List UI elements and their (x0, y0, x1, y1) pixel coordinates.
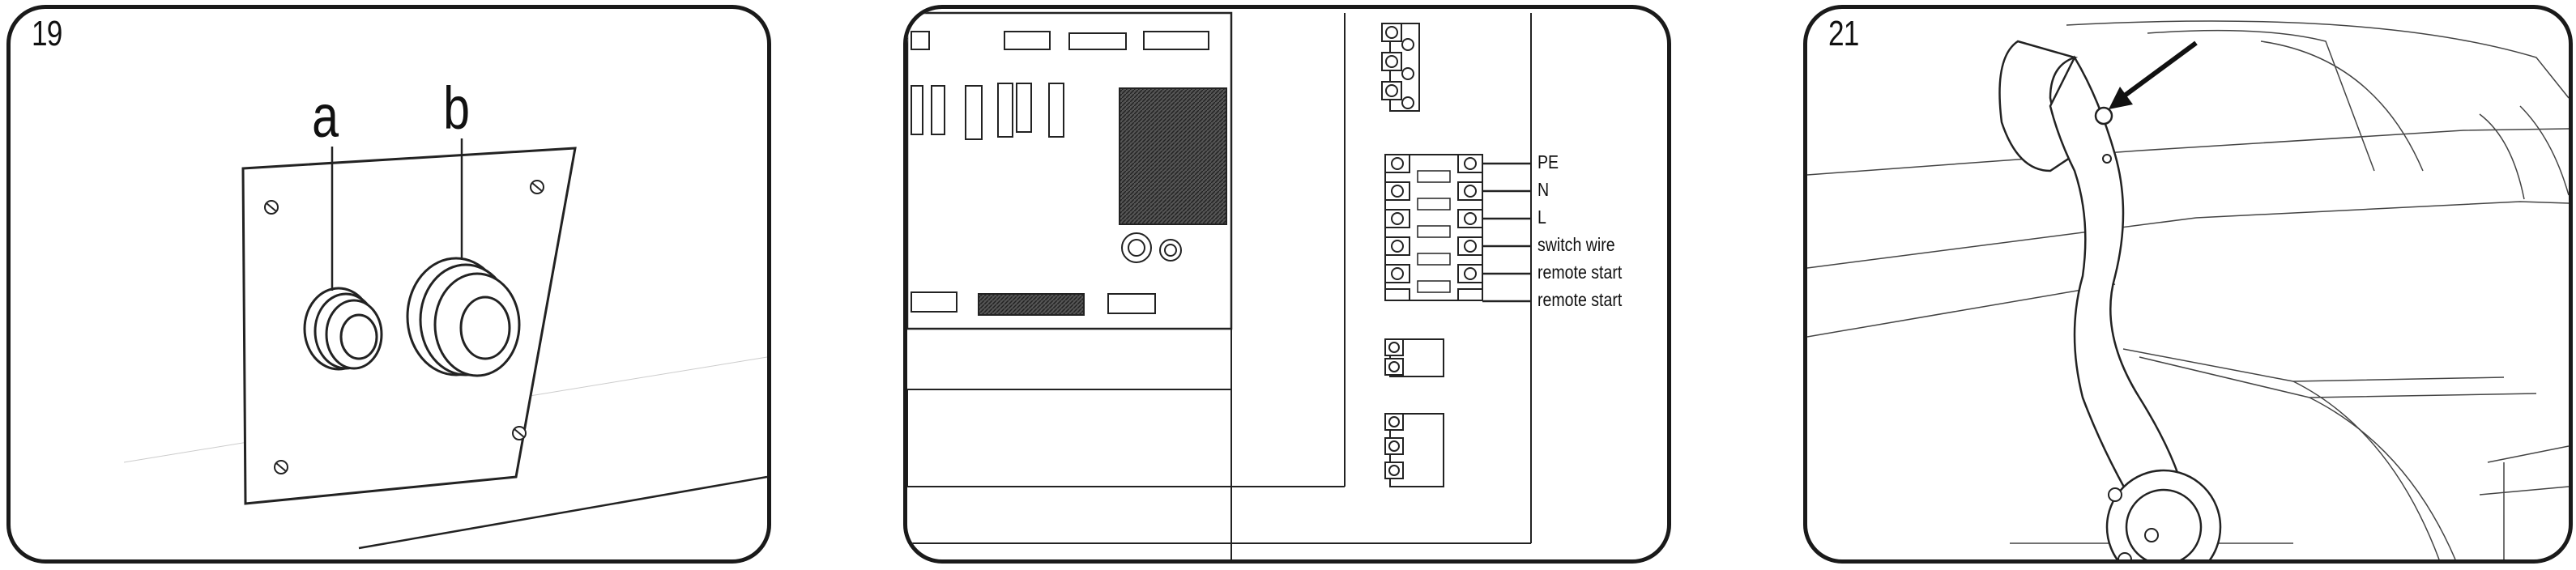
figure-20: 20 (903, 5, 1671, 564)
terminal-strip (1384, 154, 1483, 301)
wire-label-l: L (1537, 206, 1546, 228)
cable-gland-plate-drawing (123, 138, 767, 550)
figure-21: 21 (1803, 5, 2573, 564)
wiring-board-drawing (907, 11, 1532, 559)
wire-label-remote-start-2: remote start (1537, 289, 1623, 310)
wire-label-n: N (1537, 179, 1550, 200)
wire-label-remote-start-1: remote start (1537, 262, 1623, 283)
figure-number-21: 21 (1828, 14, 1859, 53)
wire-label-pe: PE (1537, 151, 1559, 172)
figure-number: 19 (32, 14, 62, 53)
label-a: a (312, 83, 339, 150)
figure-19: 19 a b (6, 5, 771, 564)
label-b: b (443, 74, 471, 142)
wire-label-switch-wire: switch wire (1537, 234, 1615, 255)
handle-assembly-drawing (1807, 20, 2569, 559)
